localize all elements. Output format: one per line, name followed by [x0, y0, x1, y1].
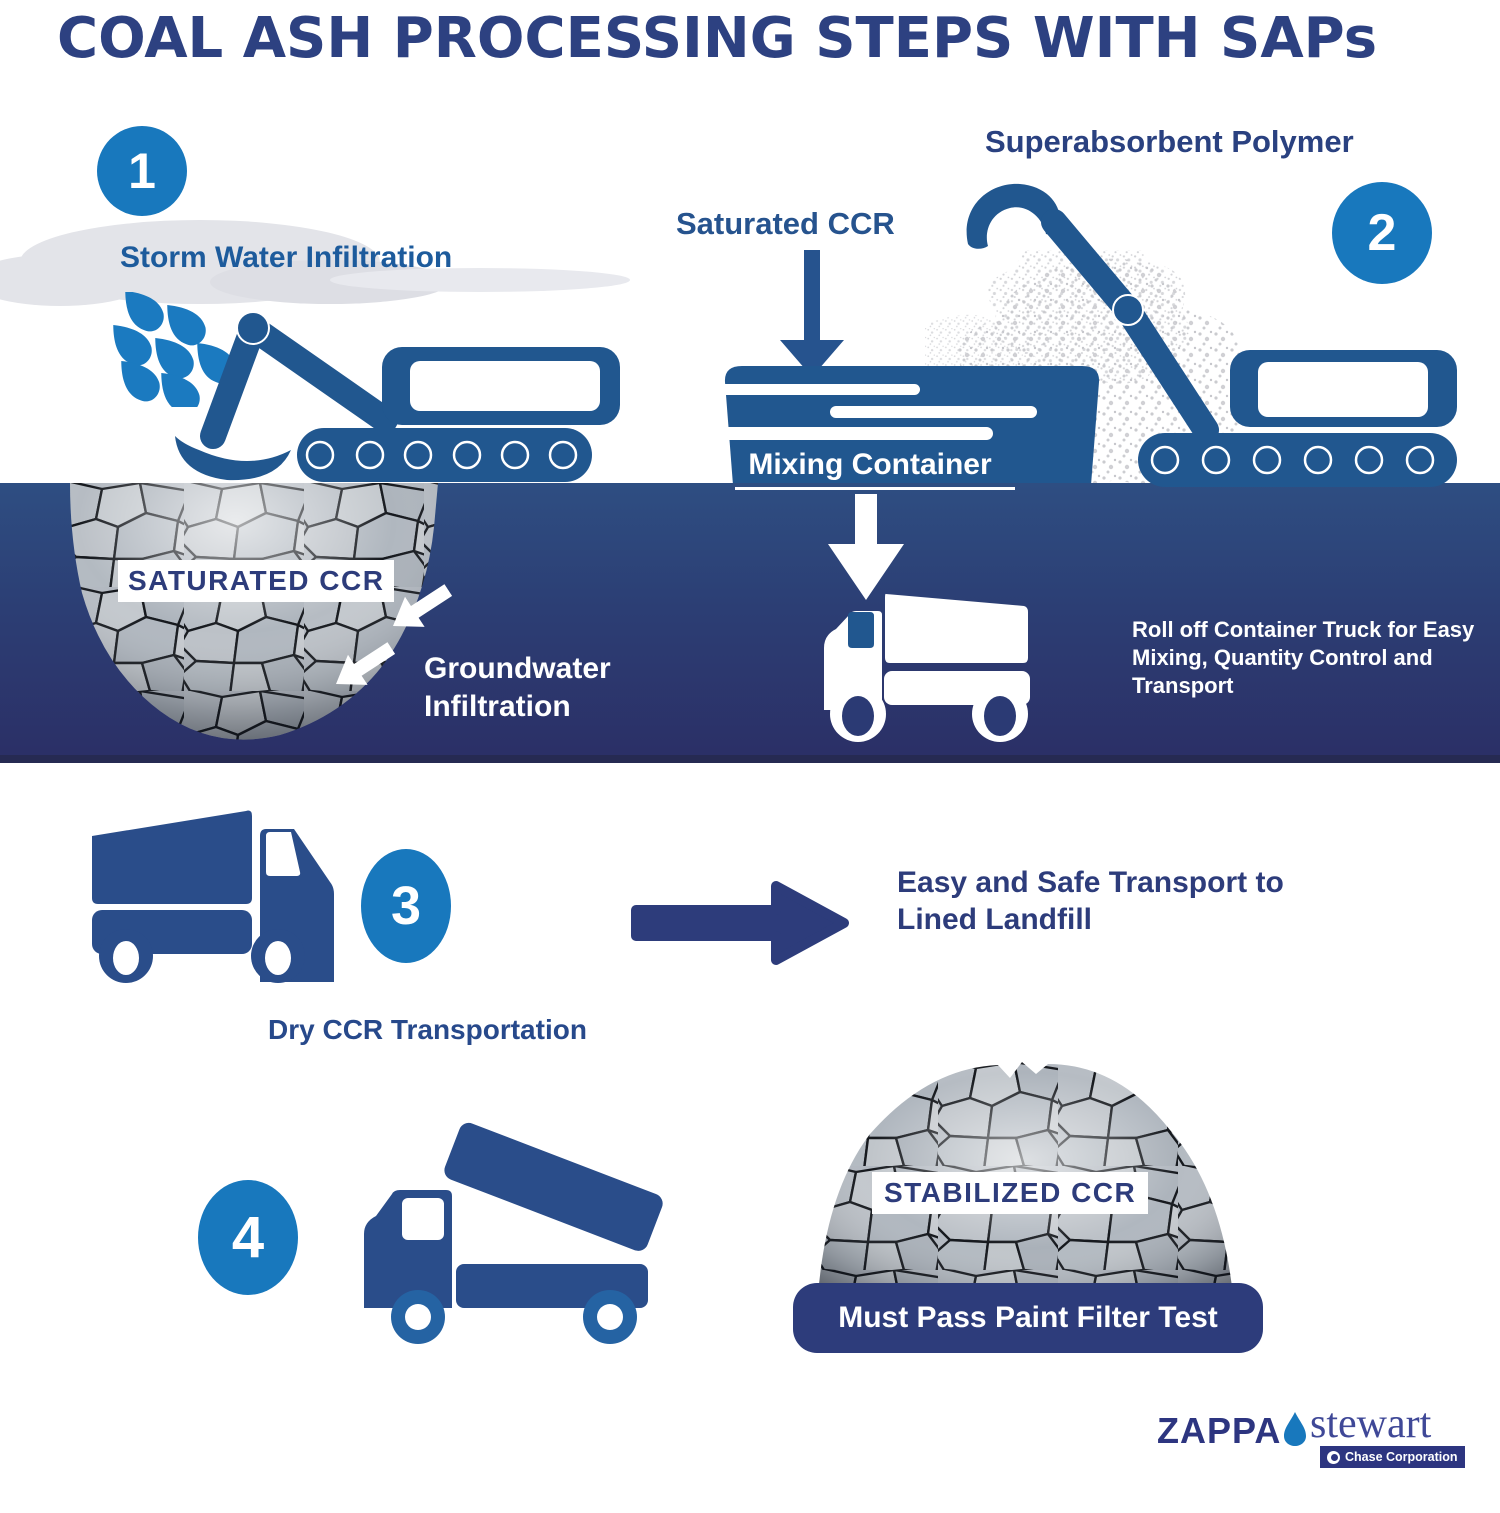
paint-filter-banner: Must Pass Paint Filter Test — [793, 1283, 1263, 1353]
step-3-badge: 3 — [361, 849, 451, 963]
step-1-number: 1 — [128, 143, 156, 199]
brand-zappa: ZAPPA — [1157, 1410, 1282, 1451]
saturated-ccr-blob-label: SATURATED CCR — [118, 560, 395, 602]
step-1-label: Storm Water Infiltration — [120, 241, 453, 274]
chase-corporation-badge: Chase Corporation — [1320, 1446, 1465, 1468]
step-2-badge: 2 — [1332, 182, 1432, 284]
right-arrow-icon — [631, 881, 849, 965]
step-3-label: Dry CCR Transportation — [268, 1014, 587, 1045]
step-4-number: 4 — [231, 1205, 265, 1270]
rain-drops-icon — [113, 292, 236, 407]
step-3-number: 3 — [390, 876, 422, 936]
rolloff-truck-caption: Roll off Container Truck for Easy Mixing… — [1132, 617, 1475, 698]
groundwater-label: Groundwater Infiltration — [424, 652, 611, 723]
transport-result-label: Easy and Safe Transport to Lined Landfil… — [897, 866, 1284, 936]
step-2-number: 2 — [1367, 204, 1397, 262]
paint-filter-banner-text: Must Pass Paint Filter Test — [838, 1301, 1218, 1334]
mixing-container-underline — [735, 487, 1015, 490]
rolloff-truck-icon — [824, 593, 1030, 742]
rain-cloud-icon — [0, 220, 630, 306]
step-2-label: Superabsorbent Polymer — [985, 124, 1354, 159]
groundwater-arrow-icon — [393, 584, 453, 627]
down-arrow-icon — [828, 494, 904, 600]
step-1-badge: 1 — [97, 126, 187, 216]
dump-truck-icon — [364, 1122, 663, 1344]
page-title: COAL ASH PROCESSING STEPS WITH SAPs — [57, 6, 1378, 71]
stabilized-ccr-label: STABILIZED CCR — [872, 1172, 1149, 1214]
step-4-badge: 4 — [198, 1180, 298, 1295]
chase-logo-icon — [1327, 1450, 1340, 1464]
chase-corporation-text: Chase Corporation — [1345, 1450, 1458, 1464]
ground-band-edge — [0, 755, 1500, 763]
saturated-ccr-input-label: Saturated CCR — [676, 206, 895, 241]
brand-drop-icon — [1284, 1412, 1306, 1446]
excavator-icon — [966, 183, 1457, 487]
excavator-icon — [175, 311, 620, 482]
dry-ccr-truck-icon — [92, 810, 334, 983]
brand-stewart: stewart — [1310, 1401, 1432, 1447]
groundwater-arrow-icon — [336, 642, 396, 685]
mixing-container-icon — [722, 366, 1100, 498]
down-arrow-icon — [780, 250, 844, 377]
mixing-container-label: Mixing Container — [748, 448, 992, 481]
